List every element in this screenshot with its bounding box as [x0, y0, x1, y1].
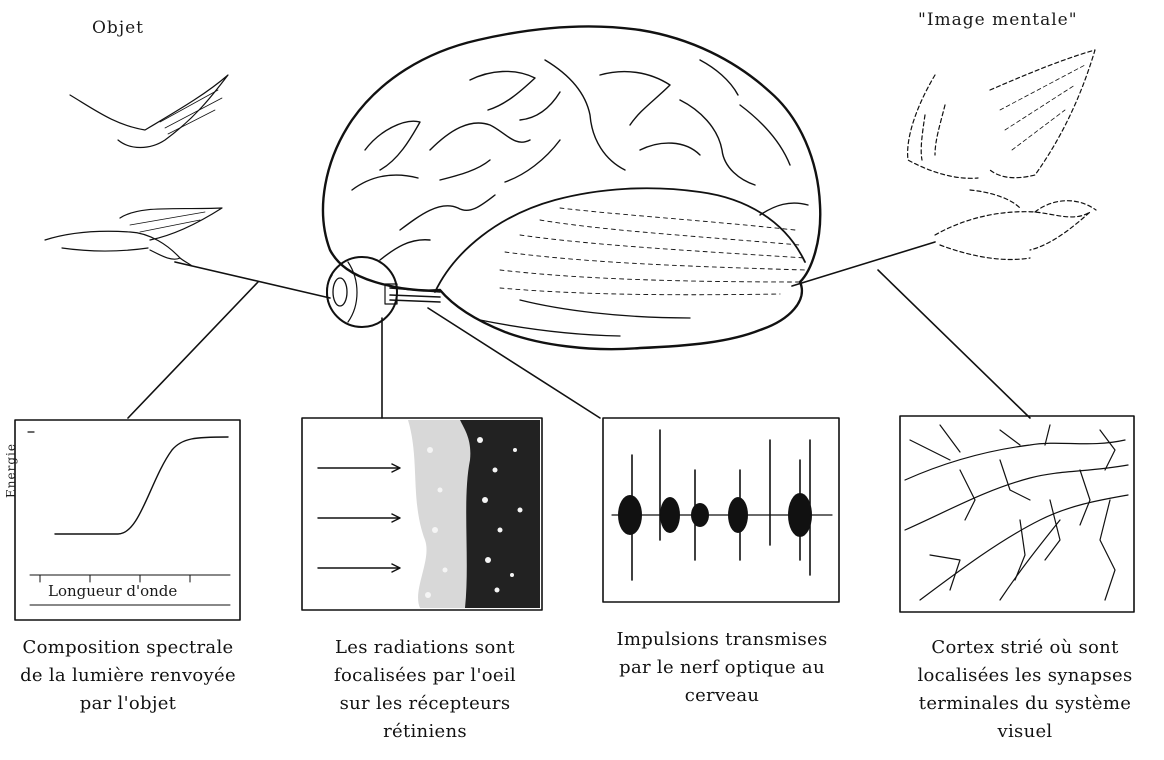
caption-spectral: Composition spectrale de la lumière renv… — [0, 634, 256, 718]
caption-retina-line-3: sur les récepteurs — [300, 690, 550, 718]
bird-object-icon — [45, 75, 228, 266]
panel-cortex — [900, 416, 1134, 612]
caption-spectral-line-1: Composition spectrale — [0, 634, 256, 662]
energy-axis-label: Energie — [4, 443, 18, 498]
caption-spectral-line-2: de la lumière renvoyée — [0, 662, 256, 690]
bird-mental-image-icon — [908, 50, 1096, 259]
caption-cortex: Cortex strié où sont localisées les syna… — [890, 634, 1160, 746]
caption-cortex-line-3: terminales du système — [890, 690, 1160, 718]
connector-lines — [128, 242, 1030, 418]
caption-nerve-line-1: Impulsions transmises — [588, 626, 856, 654]
panel-retina — [302, 418, 542, 610]
panel-nerve-impulses — [603, 418, 839, 602]
caption-retina: Les radiations sont focalisées par l'oei… — [300, 634, 550, 746]
caption-retina-line-2: focalisées par l'oeil — [300, 662, 550, 690]
caption-cortex-line-4: visuel — [890, 718, 1160, 746]
wavelength-axis-label: Longueur d'onde — [48, 582, 177, 600]
caption-nerve-line-2: par le nerf optique au — [588, 654, 856, 682]
caption-nerve-line-3: cerveau — [588, 682, 856, 710]
caption-cortex-line-1: Cortex strié où sont — [890, 634, 1160, 662]
caption-retina-line-1: Les radiations sont — [300, 634, 550, 662]
caption-spectral-line-3: par l'objet — [0, 690, 256, 718]
caption-nerve: Impulsions transmises par le nerf optiqu… — [588, 626, 856, 710]
caption-cortex-line-2: localisées les synapses — [890, 662, 1160, 690]
caption-retina-line-4: rétiniens — [300, 718, 550, 746]
